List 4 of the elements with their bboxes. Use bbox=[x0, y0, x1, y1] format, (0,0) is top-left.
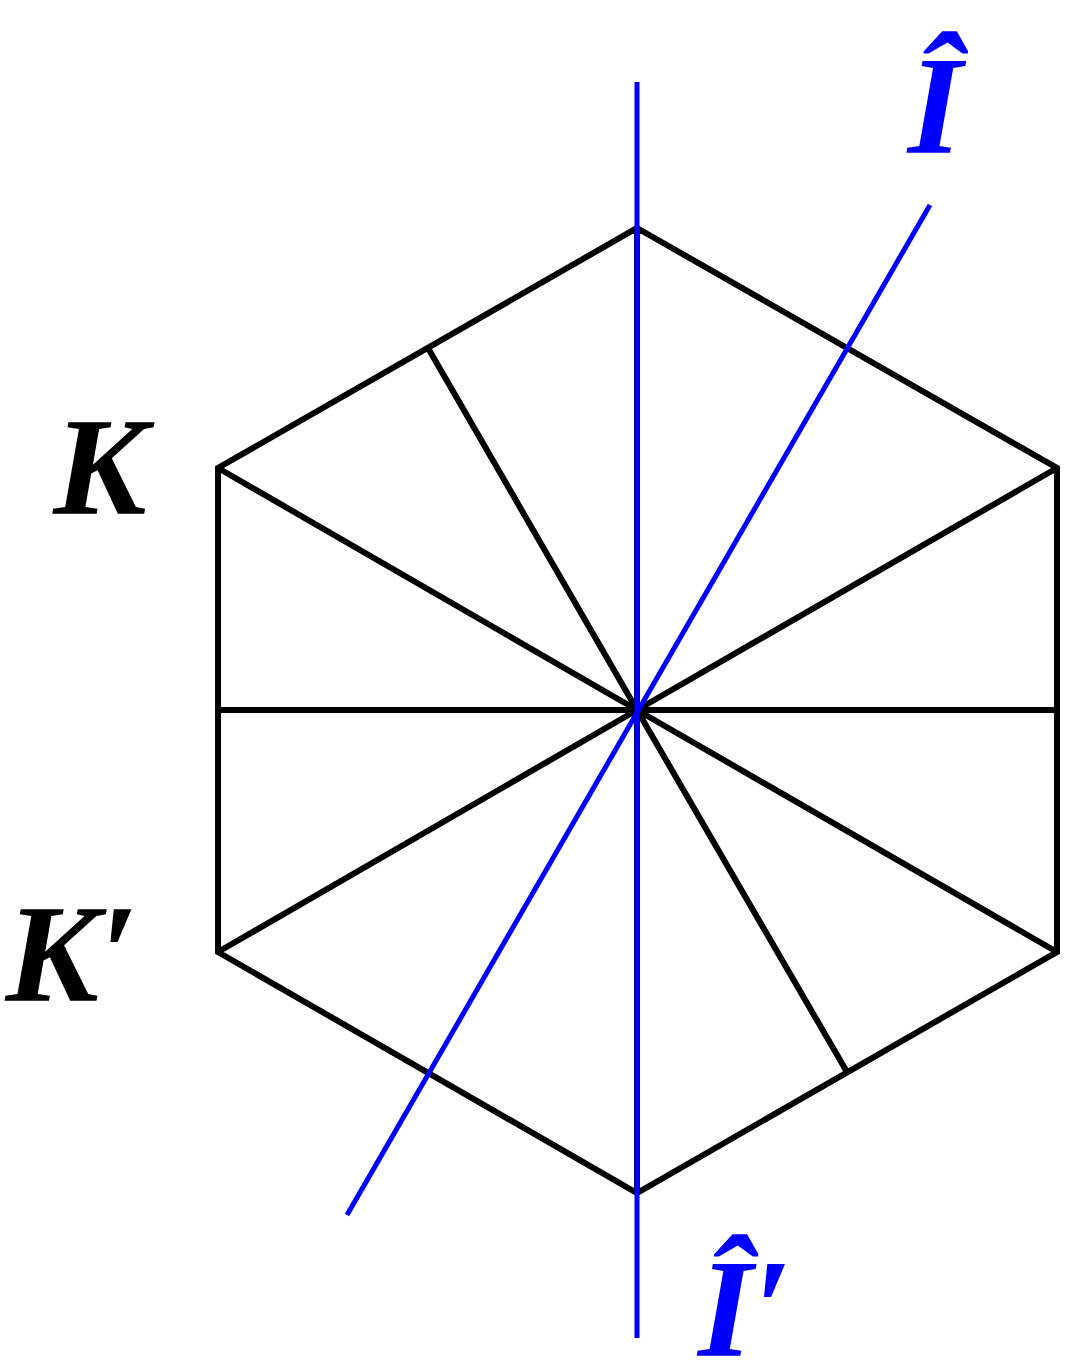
axis-label: Î′ bbox=[696, 1234, 785, 1356]
axis-label: K bbox=[52, 422, 155, 514]
axis-label: K′ bbox=[4, 909, 132, 1001]
axis-label: Î bbox=[906, 31, 969, 153]
